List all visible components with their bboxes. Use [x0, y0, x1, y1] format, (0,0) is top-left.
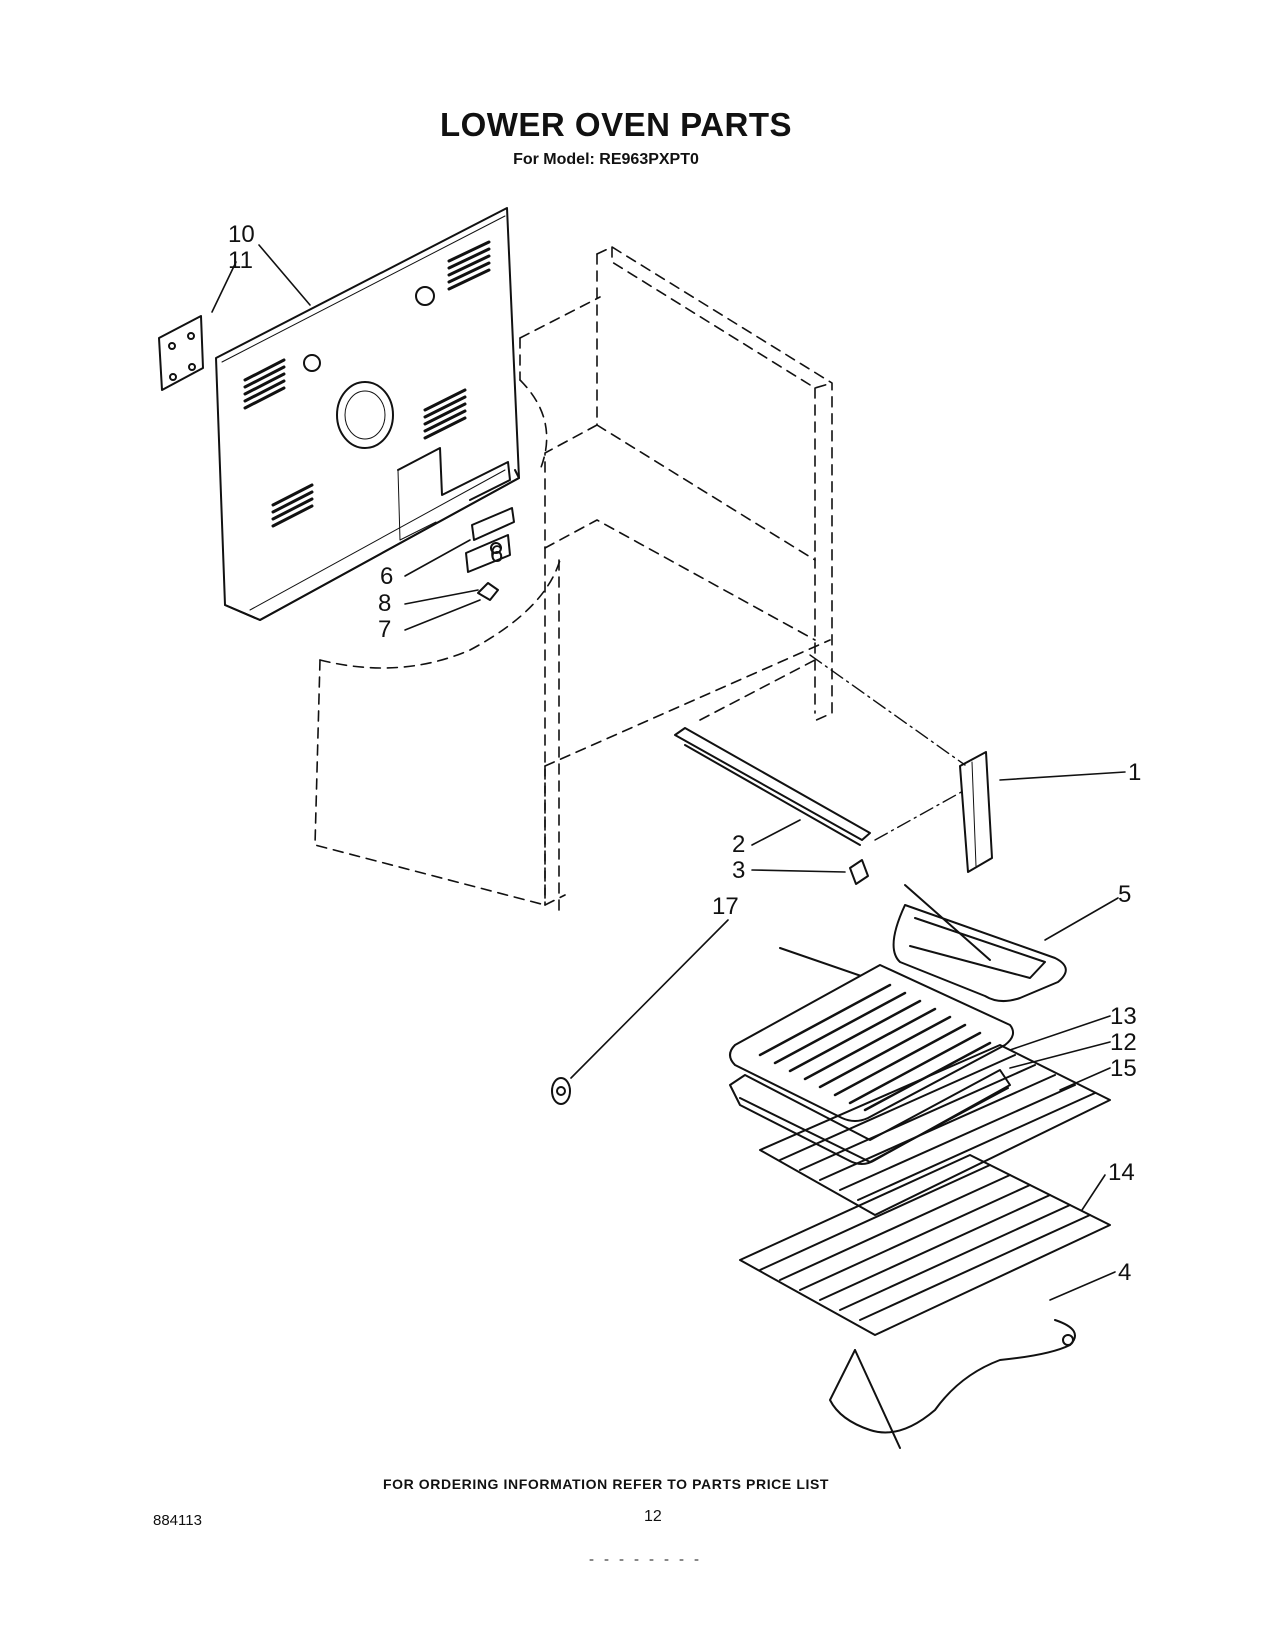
broiler-pan-part-12: [729, 1069, 1011, 1165]
callout-15: 15: [1110, 1055, 1137, 1082]
callout-labels: 10 11 6 8 7 6 1 2 3 17 5 13 12 15 14 4: [228, 221, 1141, 1286]
rail-part-2: [674, 727, 871, 846]
callout-6-part: 6: [490, 541, 503, 568]
side-shield-part-1: [959, 751, 993, 873]
ordering-note: FOR ORDERING INFORMATION REFER TO PARTS …: [382, 1476, 830, 1492]
callout-17: 17: [712, 893, 739, 920]
oven-cavity-outline: [314, 246, 833, 911]
back-panel: [215, 207, 520, 621]
callout-5: 5: [1118, 881, 1131, 908]
callout-2: 2: [732, 831, 745, 858]
callout-12: 12: [1110, 1029, 1137, 1056]
callout-10: 10: [228, 221, 255, 248]
oven-rack-part-14: [739, 1154, 1111, 1336]
vent-grille: [243, 240, 491, 528]
clip-part-3: [849, 859, 869, 885]
callout-3: 3: [732, 857, 745, 884]
callout-14: 14: [1108, 1159, 1135, 1186]
bake-element-part-4: [829, 1319, 1076, 1449]
leader-lines: [211, 244, 1126, 1301]
callout-1: 1: [1128, 759, 1141, 786]
cover-plate-part-11: [158, 315, 204, 391]
callout-6-label: 6: [380, 563, 393, 590]
page-number: 12: [644, 1508, 662, 1525]
oven-rack-part-15: [759, 1044, 1111, 1216]
callout-7: 7: [378, 616, 391, 643]
document-number: 884113: [153, 1512, 202, 1529]
callout-11: 11: [228, 247, 253, 274]
callout-13: 13: [1110, 1003, 1137, 1030]
callout-4: 4: [1118, 1259, 1131, 1286]
model-subtitle: For Model: RE963PXPT0: [513, 151, 699, 168]
page-title: LOWER OVEN PARTS: [439, 106, 793, 143]
broiler-grid-part-13: [729, 964, 1015, 1122]
grommet-part-17: [551, 1077, 571, 1105]
callout-8: 8: [378, 590, 391, 617]
terminal-block: [465, 507, 515, 601]
